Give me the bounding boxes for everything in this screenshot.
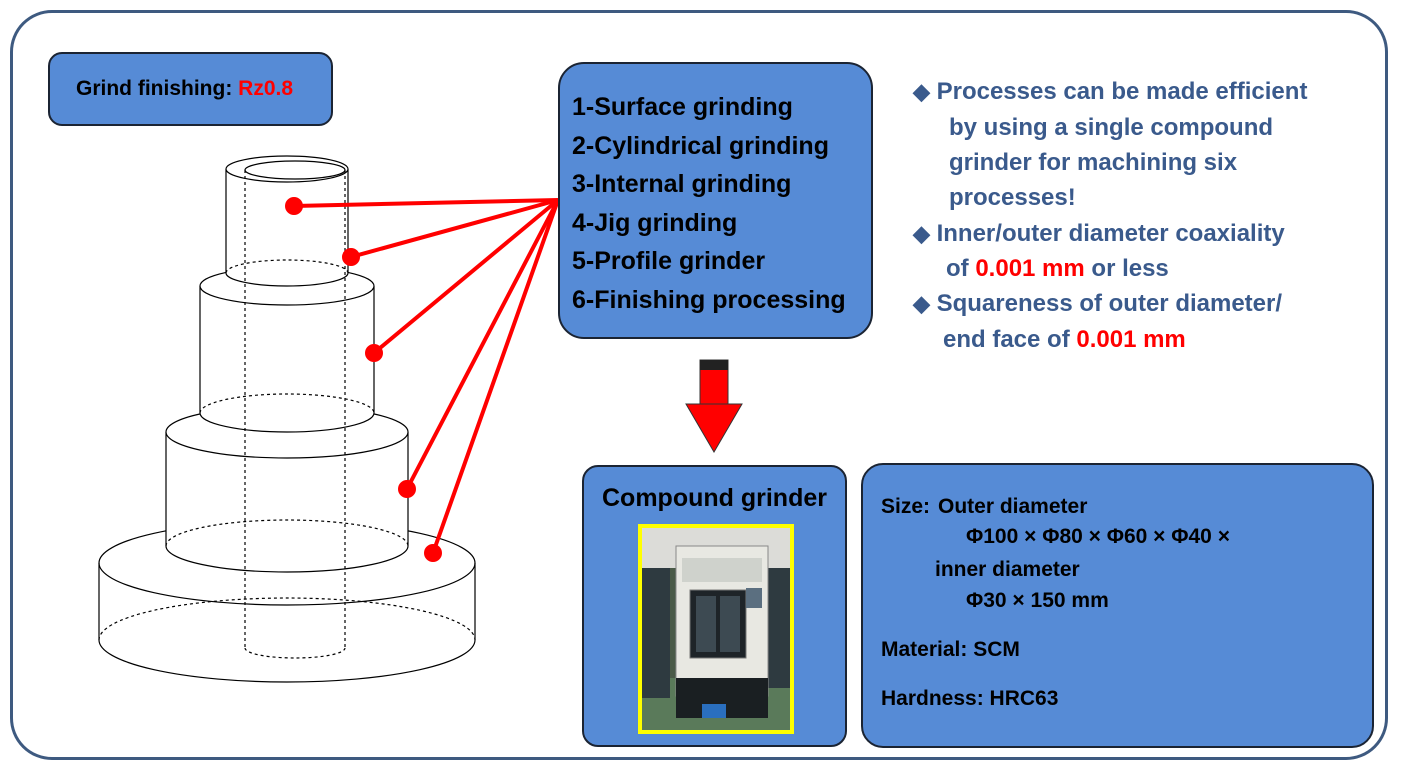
bullet-text: Inner/outer diameter coaxiality — [936, 220, 1285, 247]
size-outer-values: Φ100 × Φ80 × Φ60 × Φ40 × — [966, 525, 1230, 548]
bullet-text: processes! — [949, 184, 1076, 211]
leader-dot — [285, 197, 303, 215]
bullet-text: by using a single compound — [949, 114, 1274, 141]
process-item: 5-Profile grinder — [572, 247, 766, 275]
diamond-icon: ◆ — [913, 79, 930, 104]
bullet-text: Squareness of outer diameter/ — [936, 290, 1283, 317]
leader-lines — [285, 197, 560, 562]
process-item: 3-Internal grinding — [572, 170, 792, 198]
down-arrow-icon — [685, 359, 743, 453]
leader-dot — [424, 544, 442, 562]
shaft-tier-top — [225, 155, 349, 287]
bullet-text: Processes can be made efficient — [936, 78, 1308, 105]
specifications-box: Size: Outer diameter Φ100 × Φ80 × Φ60 × … — [861, 463, 1374, 748]
diamond-icon: ◆ — [913, 291, 930, 316]
outer-frame — [10, 10, 1388, 760]
process-item: 1-Surface grinding — [572, 93, 793, 121]
material-spec: Material: SCM — [881, 638, 1020, 661]
shaft-tier-2 — [199, 266, 375, 433]
diamond-icon: ◆ — [913, 221, 930, 246]
process-item: 4-Jig grinding — [572, 208, 738, 237]
process-item: 6-Finishing processing — [572, 285, 846, 314]
squareness-value: 0.001 mm — [1076, 326, 1186, 353]
process-list-box: 1-Surface grinding 2-Cylindrical grindin… — [558, 62, 873, 339]
grind-finishing-label: Grind finishing: — [76, 77, 233, 100]
bullet-text: grinder for machining six — [949, 149, 1238, 176]
compound-grinder-photo — [638, 524, 794, 734]
leader-dot — [342, 248, 360, 266]
bullet-text: end face of — [943, 326, 1077, 353]
grind-finishing-value: Rz0.8 — [238, 77, 294, 100]
size-inner-label: inner diameter — [935, 558, 1080, 581]
grind-finishing-box: Grind finishing: Rz0.8 — [48, 52, 333, 126]
bullet-text: of — [946, 255, 976, 282]
size-label: Size: — [881, 495, 931, 518]
compound-grinder-box: Compound grinder — [582, 465, 847, 747]
hardness-spec: Hardness: HRC63 — [881, 687, 1059, 710]
bullet-text: or less — [1084, 255, 1169, 282]
size-inner-values: Φ30 × 150 mm — [966, 589, 1109, 612]
compound-grinder-title: Compound grinder — [602, 484, 827, 512]
leader-dot — [398, 480, 416, 498]
hidden-bore-lines — [98, 170, 476, 659]
coaxiality-value: 0.001 mm — [975, 255, 1085, 282]
process-item: 2-Cylindrical grinding — [572, 131, 829, 160]
size-outer-label: Outer diameter — [938, 495, 1088, 518]
leader-dot — [365, 344, 383, 362]
